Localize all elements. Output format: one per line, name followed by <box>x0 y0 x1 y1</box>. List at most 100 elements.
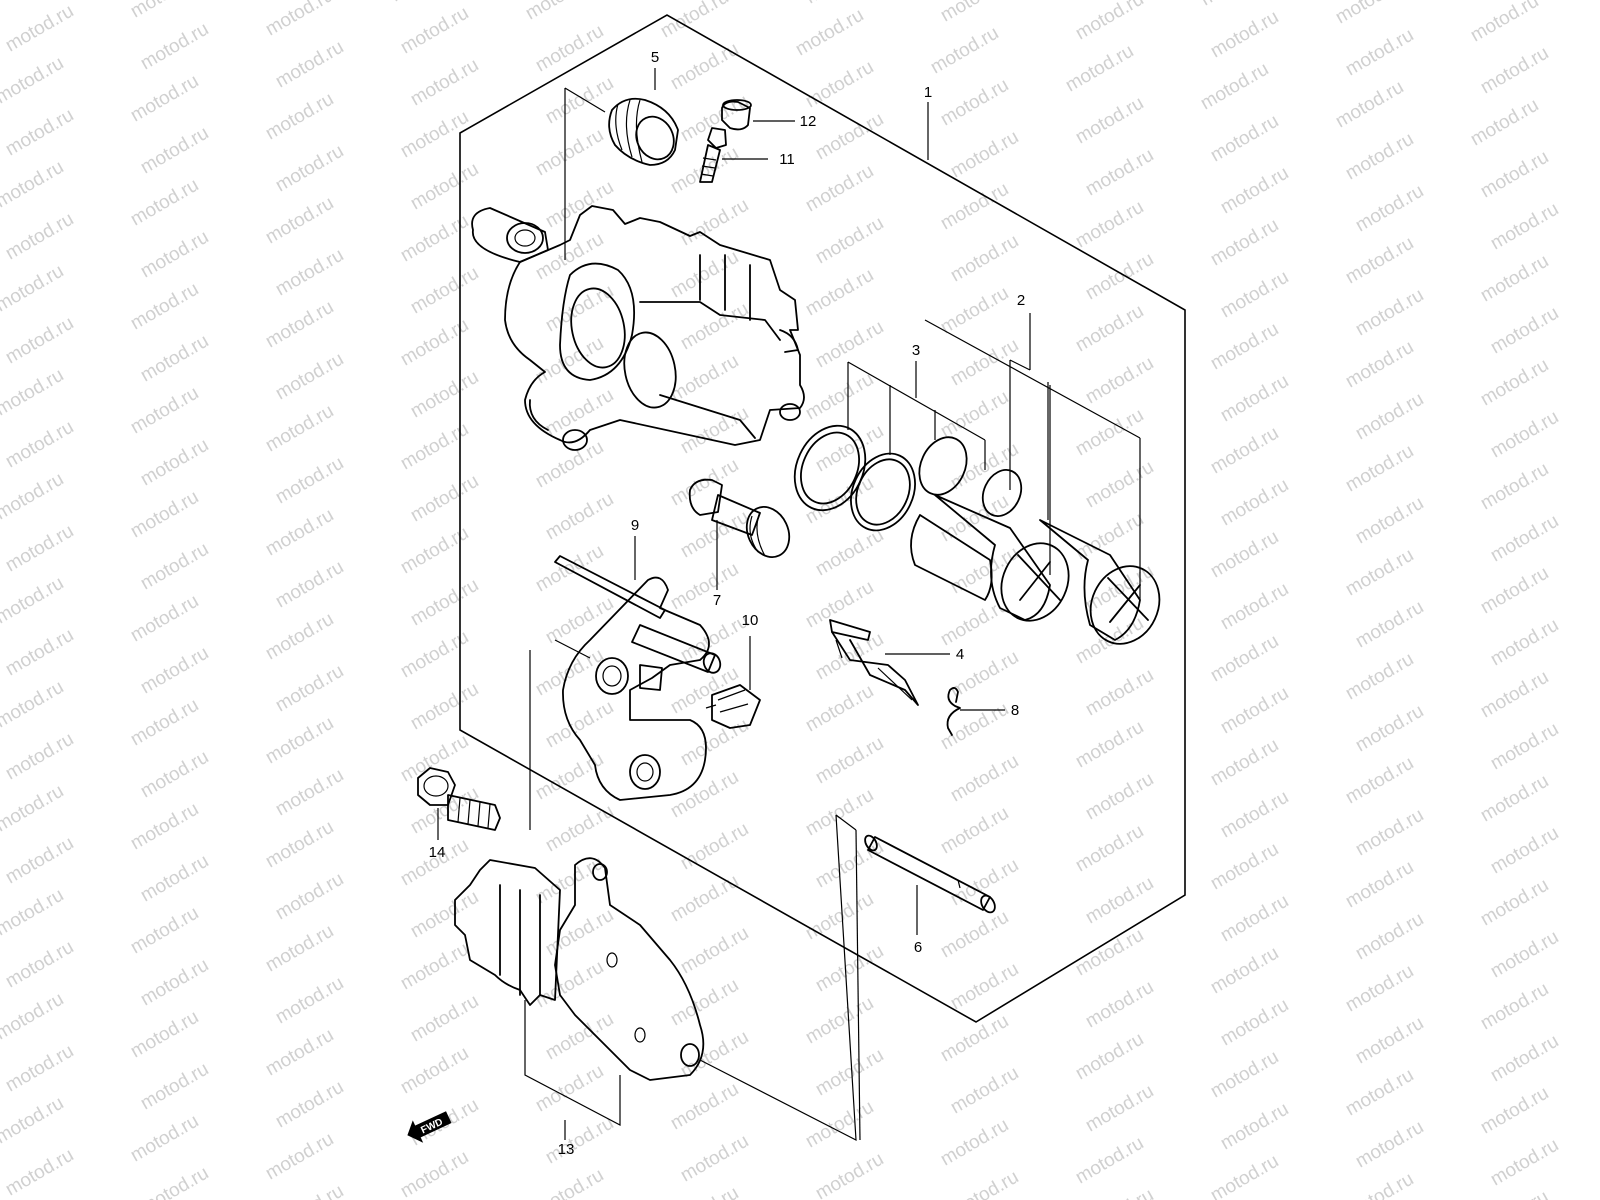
watermark-text: motod.ru <box>127 71 202 127</box>
watermark-text: motod.ru <box>397 419 472 475</box>
watermark-text: motod.ru <box>397 211 472 267</box>
watermark-text: motod.ru <box>1207 1151 1282 1200</box>
watermark-text: motod.ru <box>387 0 462 6</box>
callout-14: 14 <box>429 844 446 861</box>
watermark-text: motod.ru <box>262 297 337 353</box>
watermark-text: motod.ru <box>947 751 1022 807</box>
watermark-text: motod.ru <box>137 643 212 699</box>
watermark-text: motod.ru <box>802 993 877 1049</box>
watermark-text: motod.ru <box>1477 147 1552 203</box>
watermark-text: motod.ru <box>937 283 1012 339</box>
watermark-text: motod.ru <box>1207 423 1282 479</box>
watermark-text: motod.ru <box>1207 7 1282 63</box>
watermark-text: motod.ru <box>1352 493 1427 549</box>
watermark-text: motod.ru <box>1207 943 1282 999</box>
watermark-text: motod.ru <box>542 489 617 545</box>
watermark-text: motod.ru <box>812 109 887 165</box>
watermark-text: motod.ru <box>397 315 472 371</box>
watermark-text: motod.ru <box>1487 719 1562 775</box>
watermark-text: motod.ru <box>0 261 67 317</box>
callout-1: 1 <box>924 84 932 101</box>
dust-seal-part-3c <box>918 436 1023 517</box>
watermark-text: motod.ru <box>802 785 877 841</box>
watermark-text: motod.ru <box>272 453 347 509</box>
watermark-text: motod.ru <box>262 89 337 145</box>
watermark-text: motod.ru <box>272 245 347 301</box>
watermark-text: motod.ru <box>1207 319 1282 375</box>
callout-5: 5 <box>651 49 659 66</box>
watermark-text: motod.ru <box>1487 823 1562 879</box>
watermark-text: motod.ru <box>532 957 607 1013</box>
watermark-text: motod.ru <box>1207 111 1282 167</box>
watermark-text: motod.ru <box>127 383 202 439</box>
watermark-text: motod.ru <box>542 801 617 857</box>
watermark-text: motod.ru <box>532 333 607 389</box>
watermark-text: motod.ru <box>1477 43 1552 99</box>
watermark-text: motod.ru <box>137 539 212 595</box>
watermark-text: motod.ru <box>1082 977 1157 1033</box>
watermark-text: motod.ru <box>812 1149 887 1200</box>
bleeder-cap-part-12 <box>721 99 752 131</box>
watermark-text: motod.ru <box>1352 1013 1427 1069</box>
watermark-text: motod.ru <box>1467 0 1542 46</box>
dust-boot-part-5 <box>608 97 679 166</box>
watermark-text: motod.ru <box>1217 1099 1292 1155</box>
watermark-text: motod.ru <box>137 435 212 491</box>
watermark-text: motod.ru <box>1342 857 1417 913</box>
watermark-text: motod.ru <box>272 661 347 717</box>
watermark-text: motod.ru <box>1342 233 1417 289</box>
assembly-frame <box>459 14 1186 1023</box>
watermark-text: motod.ru <box>1197 59 1272 115</box>
watermark-text: motod.ru <box>262 0 337 40</box>
watermark-text: motod.ru <box>1352 389 1427 445</box>
watermark-text: motod.ru <box>1082 1081 1157 1137</box>
watermark-text: motod.ru <box>812 317 887 373</box>
watermark-text: motod.ru <box>137 331 212 387</box>
pad-clip-part-4 <box>829 619 919 706</box>
watermark-text: motod.ru <box>1072 925 1147 981</box>
watermark-text: motod.ru <box>407 471 482 527</box>
watermark-text: motod.ru <box>947 1167 1022 1200</box>
clip-pin-part-8 <box>946 687 961 736</box>
watermark-text: motod.ru <box>657 0 732 42</box>
watermark-text: motod.ru <box>542 177 617 233</box>
watermark-text: motod.ru <box>937 0 1012 26</box>
watermark-text: motod.ru <box>262 1025 337 1081</box>
watermark-text: motod.ru <box>1207 735 1282 791</box>
watermark-text: motod.ru <box>262 921 337 977</box>
watermark-text: motod.ru <box>397 731 472 787</box>
watermark-text: motod.ru <box>1467 95 1542 151</box>
watermark-text: motod.ru <box>677 507 752 563</box>
watermark-text: motod.ru <box>2 625 77 681</box>
callout-3: 3 <box>912 342 920 359</box>
watermark-text: motod.ru <box>1207 215 1282 271</box>
watermark-text: motod.ru <box>937 595 1012 651</box>
watermark-text: motod.ru <box>1217 579 1292 635</box>
watermark-text: motod.ru <box>677 923 752 979</box>
watermark-text: motod.ru <box>397 3 472 59</box>
watermark-text: motod.ru <box>2 937 77 993</box>
watermark-text: motod.ru <box>802 889 877 945</box>
piston-seal-part-3b <box>850 452 916 532</box>
watermark-text: motod.ru <box>522 0 597 24</box>
watermark-text: motod.ru <box>542 697 617 753</box>
watermark-text: motod.ru <box>542 281 617 337</box>
watermark-text: motod.ru <box>1477 251 1552 307</box>
watermark-text: motod.ru <box>272 349 347 405</box>
callout-4: 4 <box>956 646 964 663</box>
watermark-text: motod.ru <box>1207 527 1282 583</box>
watermark-text: motod.ru <box>1487 1135 1562 1191</box>
watermark-text: motod.ru <box>407 159 482 215</box>
watermark-text: motod.ru <box>677 1027 752 1083</box>
mounting-bolt-part-14 <box>417 767 501 831</box>
watermark-text: motod.ru <box>802 369 877 425</box>
watermark-text: motod.ru <box>2 313 77 369</box>
watermark-text: motod.ru <box>1342 753 1417 809</box>
watermark-text: motod.ru <box>137 123 212 179</box>
watermark-text: motod.ru <box>937 907 1012 963</box>
watermark-text: motod.ru <box>1072 301 1147 357</box>
watermark-text: motod.ru <box>1342 1169 1417 1200</box>
watermark-text: motod.ru <box>262 817 337 873</box>
